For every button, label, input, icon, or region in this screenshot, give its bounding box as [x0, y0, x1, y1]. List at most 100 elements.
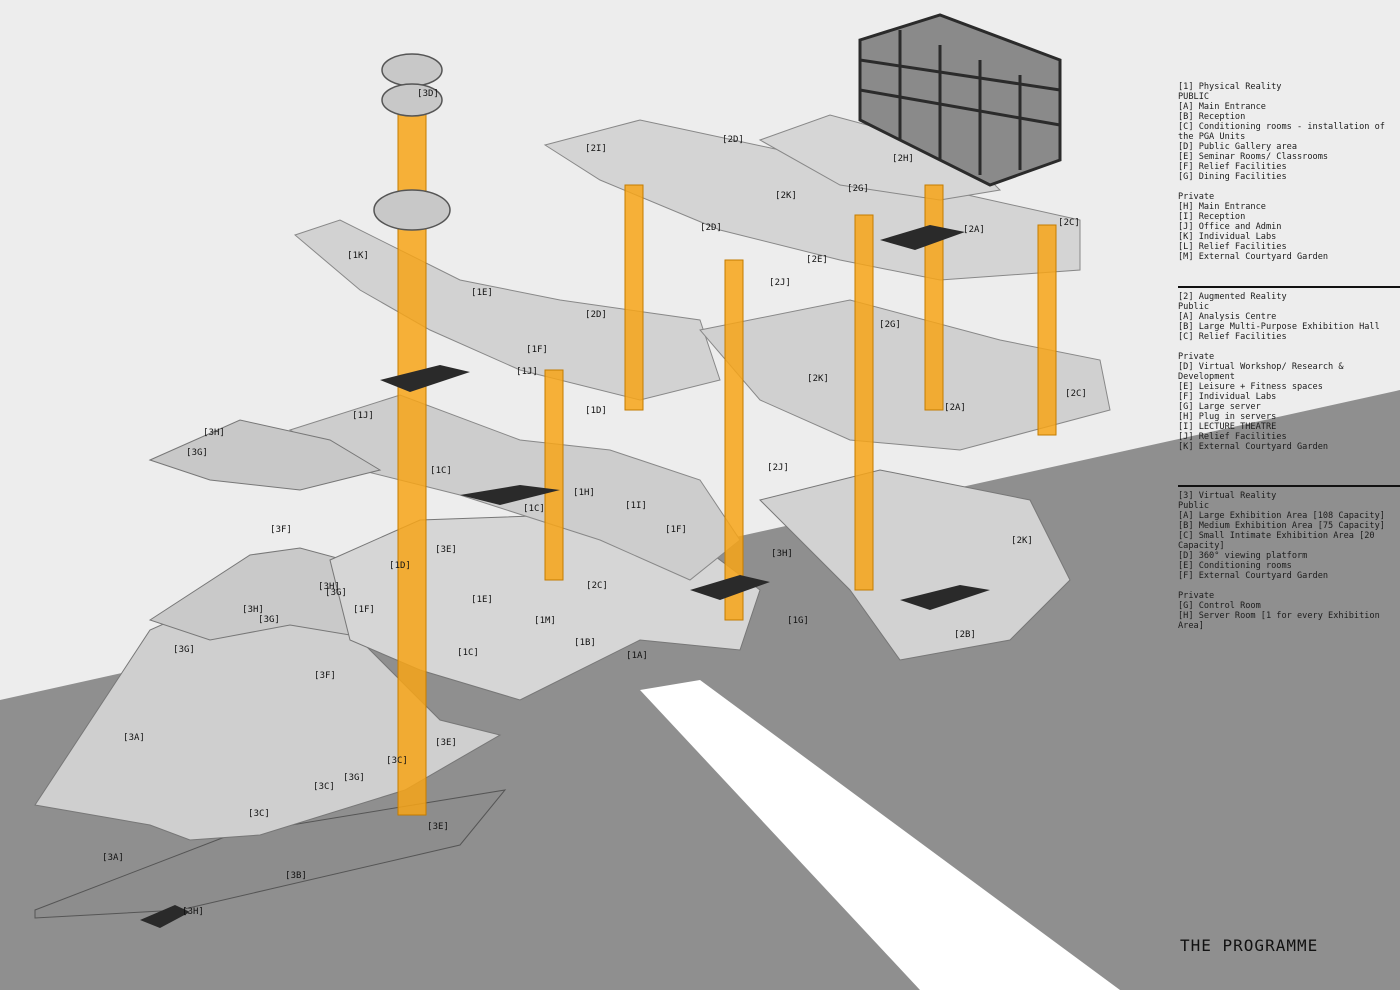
legend-item: [F] Relief Facilities	[1178, 162, 1287, 172]
room-label: [3C]	[313, 782, 335, 792]
core-e	[924, 184, 944, 411]
legend-item: [A] Main Entrance	[1178, 102, 1266, 112]
room-label: [2J]	[767, 463, 789, 473]
room-label: [2D]	[722, 135, 744, 145]
legend-item: [G] Large server	[1178, 402, 1261, 412]
room-label: [3G]	[173, 645, 195, 655]
legend-item: [B] Medium Exhibition Area [75 Capacity]	[1178, 521, 1385, 531]
room-label: [1F]	[665, 525, 687, 535]
legend-item: [F] Individual Labs	[1178, 392, 1277, 402]
room-label: [1M]	[534, 616, 556, 626]
room-label: [1B]	[574, 638, 596, 648]
room-label: [1K]	[347, 251, 369, 261]
room-label: [1H]	[573, 488, 595, 498]
viewing-platform-rings	[373, 53, 451, 231]
floor-plate-level2-upper	[543, 119, 1081, 281]
room-label: [1C]	[523, 504, 545, 514]
legend-item: [G] Control Room	[1178, 601, 1261, 611]
room-label: [1D]	[585, 406, 607, 416]
legend-augmented-heading: [2] Augmented Reality	[1178, 292, 1287, 302]
legend-physical-public-list: [A] Main Entrance[B] Reception[C] Condit…	[1178, 102, 1400, 182]
room-label: [3F]	[270, 525, 292, 535]
legend-item: [D] 360° viewing platform	[1178, 551, 1308, 561]
room-label: [2D]	[700, 223, 722, 233]
room-label: [1D]	[389, 561, 411, 571]
legend-item: [J] Relief Facilities	[1178, 432, 1287, 442]
room-label: [1F]	[353, 605, 375, 615]
legend-augmented-private-label: Private	[1178, 352, 1215, 362]
core-a	[624, 184, 644, 411]
stair-accents	[140, 225, 990, 928]
legend-augmented-public-list: [A] Analysis Centre[B] Large Multi-Purpo…	[1178, 312, 1400, 342]
legend-virtual-public-list: [A] Large Exhibition Area [108 Capacity]…	[1178, 511, 1400, 581]
room-label: [3C]	[386, 756, 408, 766]
room-label: [3H]	[242, 605, 264, 615]
legend-virtual-public-label: Public	[1178, 501, 1210, 511]
legend-item: [D] Virtual Workshop/ Research & Develop…	[1178, 362, 1349, 382]
room-label: [2D]	[585, 310, 607, 320]
room-label: [3A]	[102, 853, 124, 863]
legend-physical-private-label: Private	[1178, 192, 1215, 202]
room-label: [2A]	[944, 403, 966, 413]
legend-augmented-private-list: [D] Virtual Workshop/ Research & Develop…	[1178, 362, 1400, 452]
room-label: [2I]	[585, 144, 607, 154]
legend-item: [C] Conditioning rooms - installation of…	[1178, 122, 1391, 142]
sheet-title: THE PROGRAMME	[1180, 936, 1319, 955]
room-label: [3D]	[417, 89, 439, 99]
room-label: [2K]	[1011, 536, 1033, 546]
room-label: [1E]	[471, 595, 493, 605]
room-label: [2B]	[954, 630, 976, 640]
legend-item: [B] Reception	[1178, 112, 1246, 122]
room-label: [1C]	[457, 648, 479, 658]
legend-item: [I] LECTURE THEATRE	[1178, 422, 1277, 432]
room-labels: [3D] [2I] [2D] [2H] [2G] [2K] [2D] [2A] [2C] [2E]…	[102, 89, 1087, 917]
room-label: [2E]	[806, 255, 828, 265]
room-label: [2G]	[879, 320, 901, 330]
legend-divider	[1178, 485, 1400, 487]
legend-item: [I] Reception	[1178, 212, 1246, 222]
room-label: [2H]	[892, 154, 914, 164]
legend-item: [A] Large Exhibition Area [108 Capacity]	[1178, 511, 1385, 521]
legend-virtual-private-label: Private	[1178, 591, 1215, 601]
room-label: [3C]	[248, 809, 270, 819]
structural-frame-block	[858, 13, 1062, 187]
legend-item: [L] Relief Facilities	[1178, 242, 1287, 252]
core-b	[724, 259, 744, 621]
legend-item: [M] External Courtyard Garden	[1178, 252, 1329, 262]
legend-physical-private-list: [H] Main Entrance[I] Reception[J] Office…	[1178, 202, 1400, 262]
room-label: [3E]	[435, 545, 457, 555]
room-label: [3G]	[258, 615, 280, 625]
legend-item: [H] Server Room [1 for every Exhibition …	[1178, 611, 1385, 631]
room-label: [2C]	[586, 581, 608, 591]
room-label: [3H]	[771, 549, 793, 559]
floor-plate-level2-top	[758, 114, 1002, 201]
legend-item: [B] Large Multi-Purpose Exhibition Hall	[1178, 322, 1380, 332]
room-label: [1I]	[625, 501, 647, 511]
room-label: [2G]	[847, 184, 869, 194]
legend-physical-public-label: PUBLIC	[1178, 92, 1210, 102]
legend-augmented-public-label: Public	[1178, 302, 1210, 312]
legend-virtual-reality: [3] Virtual Reality Public [A] Large Exh…	[1178, 491, 1400, 631]
legend-item: [C] Small Intimate Exhibition Area [20 C…	[1178, 531, 1380, 551]
legend-item: [E] Seminar Rooms/ Classrooms	[1178, 152, 1329, 162]
floor-plate-level2-mid	[699, 299, 1111, 451]
room-label: [1F]	[526, 345, 548, 355]
room-label: [2C]	[1065, 389, 1087, 399]
room-label: [1J]	[516, 367, 538, 377]
room-label: [1J]	[352, 411, 374, 421]
legend-item: [D] Public Gallery area	[1178, 142, 1297, 152]
legend-physical-reality: [1] Physical Reality PUBLIC [A] Main Ent…	[1178, 82, 1400, 262]
room-label: [2C]	[1058, 218, 1080, 228]
room-label: [1A]	[626, 651, 648, 661]
room-label: [2A]	[963, 225, 985, 235]
legend-item: [E] Conditioning rooms	[1178, 561, 1292, 571]
legend-physical-heading: [1] Physical Reality	[1178, 82, 1282, 92]
legend-item: [A] Analysis Centre	[1178, 312, 1277, 322]
floor-plate-level2-right	[759, 469, 1071, 661]
legend-augmented-reality: [2] Augmented Reality Public [A] Analysi…	[1178, 292, 1400, 452]
room-label: [3H]	[182, 907, 204, 917]
white-light-path	[640, 680, 1120, 990]
core-d	[854, 214, 874, 591]
room-label: [2K]	[807, 374, 829, 384]
